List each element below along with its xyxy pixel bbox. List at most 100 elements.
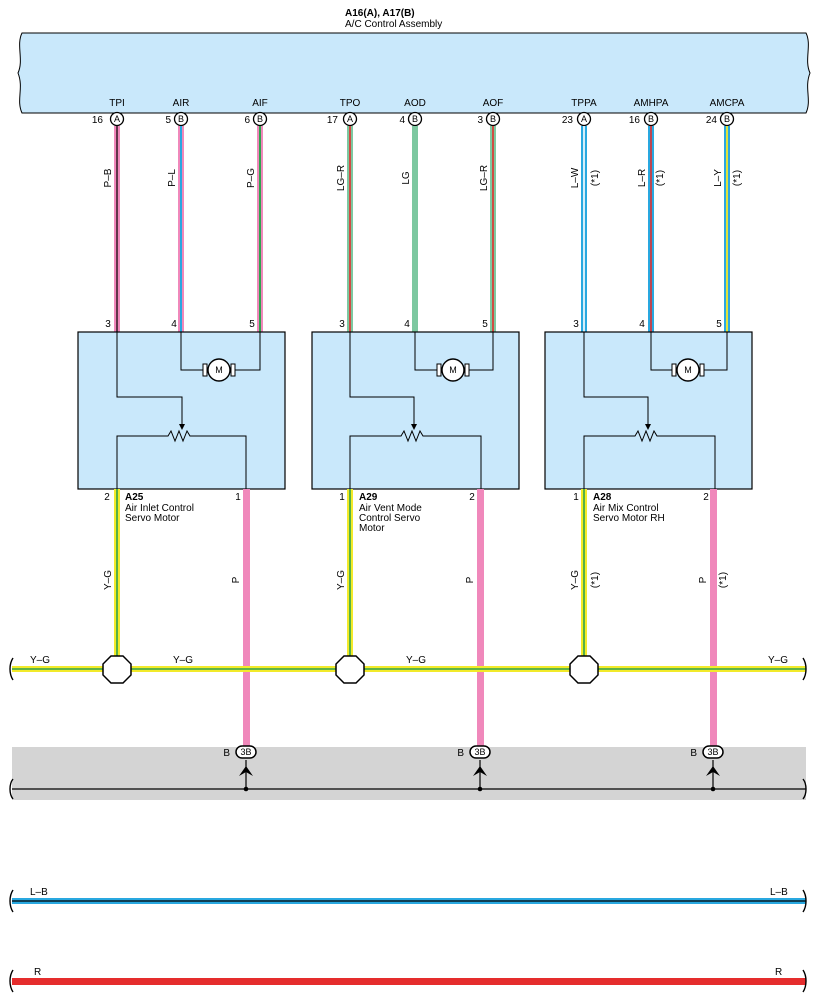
ground-wire-label: B <box>223 748 230 759</box>
potentiometer-icon <box>349 424 482 489</box>
upper-wires <box>114 126 730 332</box>
connector-badge-icon <box>407 111 423 127</box>
svg-text:M: M <box>449 365 457 375</box>
servo-name-line: Control Servo <box>359 513 421 524</box>
connector-badge-icon <box>173 111 189 127</box>
break-mark-icon <box>9 778 14 800</box>
terminal-conn-air: B <box>178 114 184 124</box>
pin-label: 5 <box>716 319 722 330</box>
svg-text:M: M <box>215 365 223 375</box>
terminal-name-tpo: TPO <box>340 98 361 109</box>
servo-id: A29 <box>359 492 378 503</box>
bus-label: Y–G <box>406 655 426 666</box>
ground-wire-label: B <box>690 748 697 759</box>
terminal-pin-tpo: 17 <box>327 115 339 126</box>
ground-wire-label: B <box>457 748 464 759</box>
connector-badge-icon <box>643 111 659 127</box>
lower-wire-labels: Y–G P Y–G P Y–G (*1) P (*1) <box>103 570 729 590</box>
terminal-pin-amcpa: 24 <box>706 115 718 126</box>
servo-name-line: Air Vent Mode <box>359 503 422 514</box>
terminal-name-amhpa: AMHPA <box>634 98 669 109</box>
bus-label: Y–G <box>30 655 50 666</box>
pin-label: 1 <box>339 492 345 503</box>
bus-label: Y–G <box>173 655 193 666</box>
terminal-conn-amcpa: B <box>724 114 730 124</box>
pin-label: 2 <box>469 492 475 503</box>
break-mark-icon <box>802 889 807 913</box>
connector-badge-icon <box>109 111 125 127</box>
terminal-conn-aif: B <box>257 114 263 124</box>
bus-label: L–B <box>770 887 788 898</box>
splice-junction-icon <box>569 655 599 684</box>
ground-band: 3B B 3B B 3B B <box>9 745 807 800</box>
pin-label: 4 <box>404 319 410 330</box>
servo-name-line: Air Inlet Control <box>125 503 194 514</box>
ground-connector-icon <box>469 745 491 759</box>
wire-label-amcpa: L–Y <box>713 169 724 187</box>
svg-text:M: M <box>684 365 692 375</box>
wire-label-aod: LG <box>401 171 412 185</box>
servo-id: A25 <box>125 492 144 503</box>
ground-band-bg <box>12 747 806 800</box>
ground-arrow-icon <box>473 766 487 776</box>
servo-a28: 3 4 5 M 1 2 A28 Air Mix Control Servo Mo… <box>544 319 753 524</box>
pin-label: 3 <box>339 319 345 330</box>
servo-name-line: Servo Motor RH <box>593 513 665 524</box>
terminal-name-aod: AOD <box>404 98 426 109</box>
terminal-pin-aof: 3 <box>477 115 483 126</box>
pin-label: 1 <box>573 492 579 503</box>
wire-label: Y–G <box>336 570 347 590</box>
pin-label: 3 <box>105 319 111 330</box>
motor-icon: M <box>202 358 236 382</box>
wire-lg <box>412 126 418 332</box>
pin-label: 2 <box>703 492 709 503</box>
wire-label-aof: LG–R <box>479 165 490 191</box>
terminal-name-tppa: TPPA <box>571 98 597 109</box>
terminal-name-aif: AIF <box>252 98 268 109</box>
pin-label: 5 <box>249 319 255 330</box>
servo-name-line: Air Mix Control <box>593 503 659 514</box>
wire-label-tppa: L–W <box>570 167 581 188</box>
terminal-pin-amhpa: 16 <box>629 115 641 126</box>
break-mark-icon <box>802 969 807 993</box>
terminal-pin-aod: 4 <box>399 115 405 126</box>
ground-arrow-icon <box>706 766 720 776</box>
terminal-name-air: AIR <box>173 98 190 109</box>
terminal-conn-tpi: A <box>114 114 120 124</box>
pin-label: 4 <box>639 319 645 330</box>
wire-label-aif: P–G <box>246 168 257 188</box>
wire-label-tpi: P–B <box>103 168 114 187</box>
wire-note-tppa: (*1) <box>590 170 601 186</box>
bus-label: R <box>34 967 41 978</box>
wire-label-air: P–L <box>167 169 178 187</box>
bus-r <box>12 978 806 985</box>
break-mark-icon <box>802 778 807 800</box>
pin-label: 4 <box>171 319 177 330</box>
terminal-conn-aod: B <box>412 114 418 124</box>
ground-connector-icon <box>235 745 257 759</box>
assembly-id: A16(A), A17(B) <box>345 8 415 19</box>
terminal-pin-aif: 6 <box>244 115 250 126</box>
connector-badge-icon <box>576 111 592 127</box>
connector-badge-icon <box>485 111 501 127</box>
servo-id: A28 <box>593 492 612 503</box>
servo-name-line: Servo Motor <box>125 513 180 524</box>
pin-label: 1 <box>235 492 241 503</box>
break-mark-icon <box>9 889 14 913</box>
terminal-pin-tpi: 16 <box>92 115 104 126</box>
wire-label: Y–G <box>103 570 114 590</box>
connector-badge-icon <box>719 111 735 127</box>
wire-note: (*1) <box>718 572 729 588</box>
terminal-conn-aof: B <box>490 114 496 124</box>
wire-label: P <box>231 576 242 583</box>
assembly-name: A/C Control Assembly <box>345 19 442 30</box>
ground-conn-label: 3B <box>240 747 251 757</box>
pin-label: 2 <box>104 492 110 503</box>
terminal-group: TPI 16 A AIR 5 B AIF 6 B TPO 17 A AOD 4 … <box>92 98 745 127</box>
terminal-conn-amhpa: B <box>648 114 654 124</box>
break-mark-icon <box>9 657 14 681</box>
wire-label-tpo: LG–R <box>336 165 347 191</box>
wire-p-a25 <box>243 489 250 747</box>
wire-label-amhpa: L–R <box>637 169 648 187</box>
wire-note-amhpa: (*1) <box>655 170 666 186</box>
